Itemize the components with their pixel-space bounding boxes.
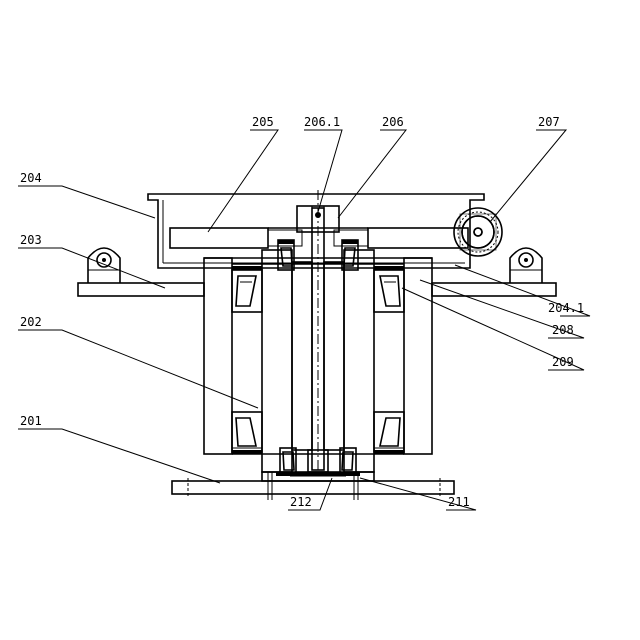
central-shaft-206 bbox=[292, 190, 344, 478]
label-204-1: 204.1 bbox=[548, 301, 584, 315]
label-209: 209 bbox=[552, 355, 574, 369]
label-211: 211 bbox=[448, 495, 470, 509]
leader-lines bbox=[18, 130, 590, 510]
label-212: 212 bbox=[290, 495, 312, 509]
label-206: 206 bbox=[382, 115, 404, 129]
label-201: 201 bbox=[20, 414, 42, 428]
label-207: 207 bbox=[538, 115, 560, 129]
label-203: 203 bbox=[20, 233, 42, 247]
upper-tray-204 bbox=[148, 194, 484, 268]
label-204: 204 bbox=[20, 171, 42, 185]
label-206-1: 206.1 bbox=[304, 115, 340, 129]
label-208: 208 bbox=[552, 323, 574, 337]
label-202: 202 bbox=[20, 315, 42, 329]
drive-gear-207 bbox=[454, 208, 502, 256]
turntable-plate-205 bbox=[170, 228, 468, 248]
label-205: 205 bbox=[252, 115, 274, 129]
